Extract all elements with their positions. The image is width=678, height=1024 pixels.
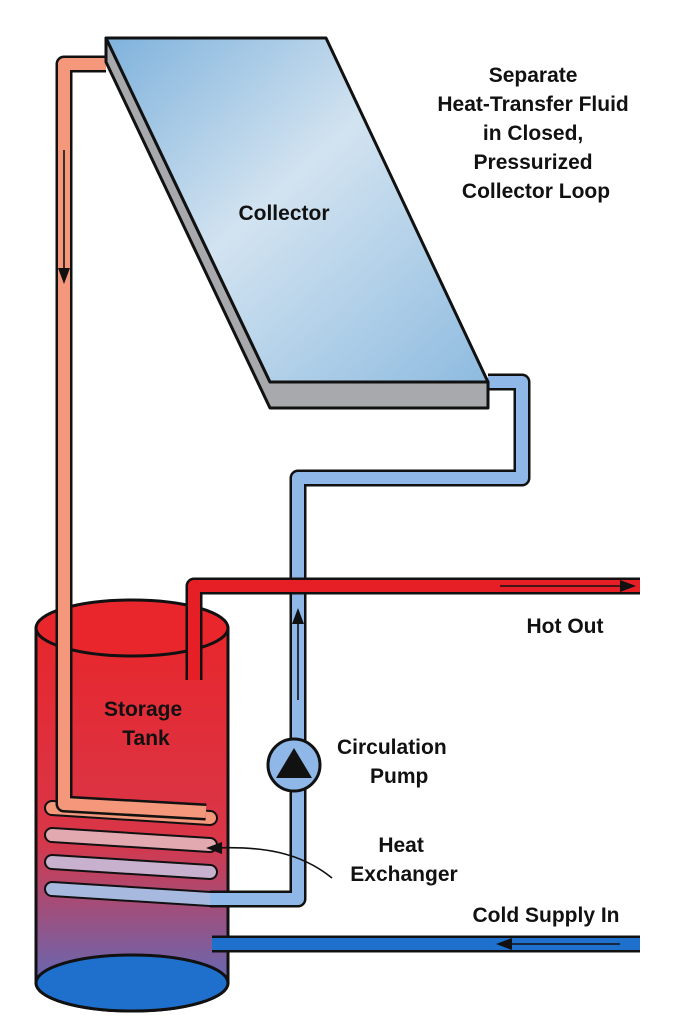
collector-supply-pipe bbox=[210, 373, 531, 908]
left-arrow-icon bbox=[496, 938, 512, 950]
up-arrow-icon bbox=[292, 608, 304, 624]
tank-bottom bbox=[34, 953, 230, 1013]
hot-out-label: Hot Out bbox=[527, 615, 604, 638]
cold-supply-pipe bbox=[212, 935, 640, 953]
solar-collector bbox=[104, 36, 490, 410]
collector-label: Collector bbox=[238, 202, 329, 225]
tank-top bbox=[34, 598, 230, 658]
circulation-pump-icon bbox=[266, 737, 322, 793]
hot-return-pipe bbox=[55, 55, 207, 821]
heat-exchanger-label: Heat Exchanger bbox=[350, 834, 457, 886]
hot-out-pipe bbox=[185, 577, 640, 680]
loop-note-label: Separate Heat-Transfer Fluid in Closed, … bbox=[437, 64, 634, 203]
down-arrow-icon bbox=[58, 268, 70, 284]
cold-supply-in-label: Cold Supply In bbox=[473, 904, 620, 927]
heat-exchanger-leader bbox=[206, 842, 333, 879]
right-arrow-icon bbox=[620, 580, 636, 592]
pointer-arrow-icon bbox=[206, 842, 222, 854]
storage-tank-label: Storage Tank bbox=[104, 698, 188, 750]
collector-face bbox=[104, 36, 490, 384]
circulation-pump-label: Circulation Pump bbox=[337, 736, 453, 788]
